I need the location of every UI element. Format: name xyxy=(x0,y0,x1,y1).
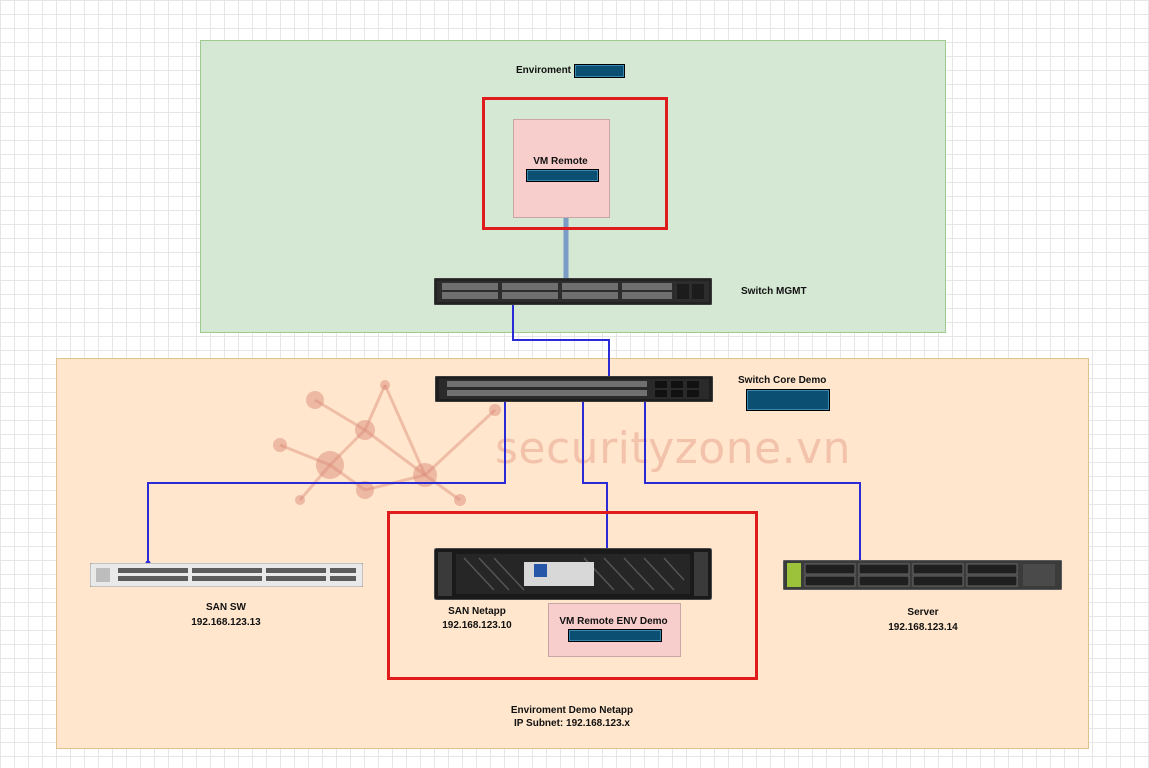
redacted-box xyxy=(574,64,625,78)
san-netapp-name: SAN Netapp xyxy=(448,606,506,617)
mgmt-zone-title: Enviroment xyxy=(516,65,572,76)
mgmt-to-core-link xyxy=(512,304,610,380)
redacted-box xyxy=(746,389,830,411)
redacted-box xyxy=(526,169,599,182)
switch-core-label: Switch Core Demo xyxy=(738,375,827,386)
watermark-text: securityzone.vn xyxy=(495,423,852,474)
vm-remote-box[interactable] xyxy=(513,119,610,218)
core-to-server-link xyxy=(644,400,861,562)
server-icon[interactable] xyxy=(783,560,1062,590)
switch-mgmt-label: Switch MGMT xyxy=(741,286,807,297)
server-ip: 192.168.123.14 xyxy=(888,622,958,633)
switch-mgmt-icon[interactable] xyxy=(434,278,712,305)
vm-remote-title: VM Remote xyxy=(533,156,588,167)
redacted-box xyxy=(568,629,662,642)
demo-zone-subnet: IP Subnet: 192.168.123.x xyxy=(514,718,630,729)
san-switch-icon[interactable] xyxy=(90,563,363,587)
core-to-san-sw-link xyxy=(147,400,506,563)
netapp-highlight-frame xyxy=(387,511,758,680)
core-to-netapp-link xyxy=(582,400,608,555)
netapp-storage-icon[interactable] xyxy=(434,548,712,600)
vm-remote-env-title: VM Remote ENV Demo xyxy=(559,616,668,627)
network-graph-watermark-icon xyxy=(273,380,501,506)
server-name: Server xyxy=(907,607,939,618)
demo-zone-title: Enviroment Demo Netapp xyxy=(510,705,634,716)
san-netapp-ip: 192.168.123.10 xyxy=(442,620,512,631)
san-sw-name: SAN SW xyxy=(206,602,246,613)
san-sw-ip: 192.168.123.13 xyxy=(191,617,261,628)
vm-remote-highlight-frame xyxy=(482,97,668,230)
switch-core-icon[interactable] xyxy=(435,376,713,402)
